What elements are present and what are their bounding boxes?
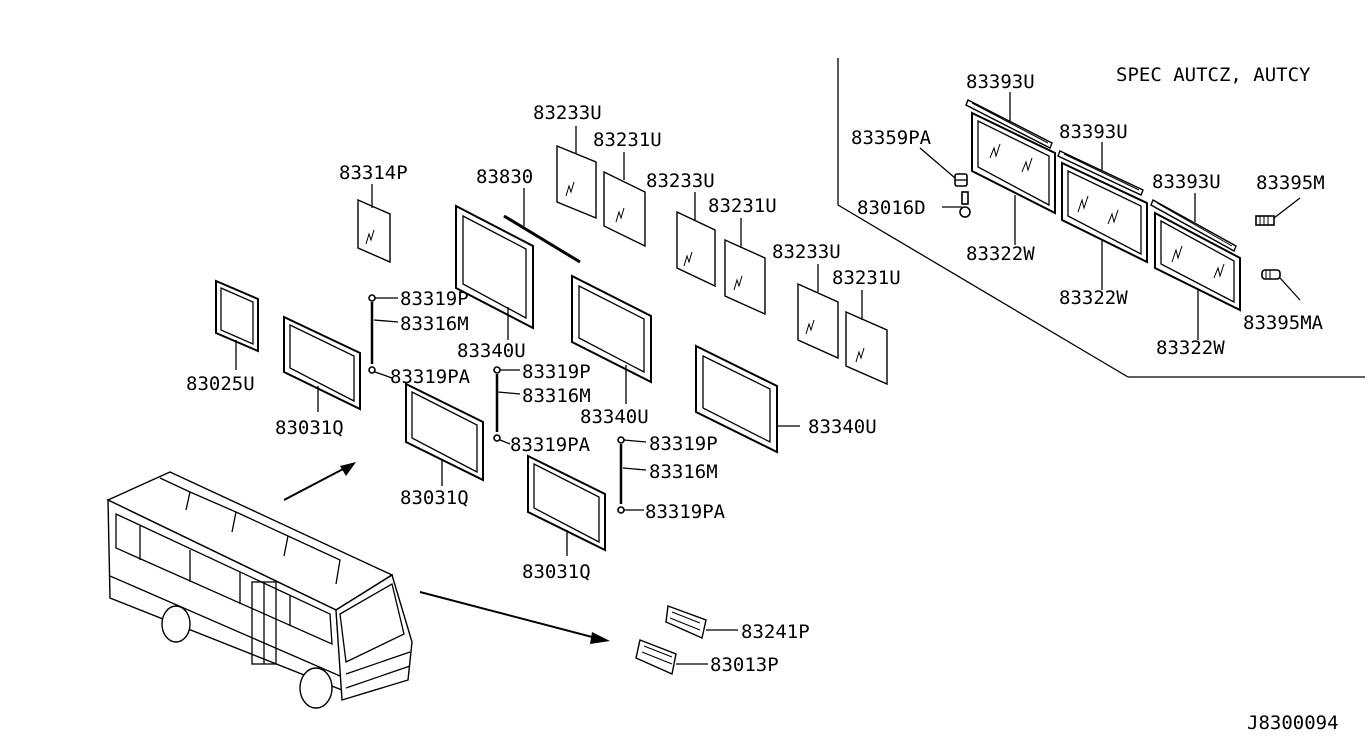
- part-label-83322w-c: 83322W: [1156, 337, 1225, 359]
- part-label-83319p-c: 83319P: [649, 433, 718, 455]
- part-label-83025u: 83025U: [186, 373, 255, 395]
- arrow-lower: [419, 591, 610, 644]
- part-label-83031q-c: 83031Q: [522, 561, 591, 583]
- part-label-83031q-a: 83031Q: [275, 417, 344, 439]
- part-label-83395ma: 83395MA: [1243, 312, 1324, 334]
- part-label-83319p-a: 83319P: [400, 288, 469, 310]
- glass-83314p: [357, 184, 391, 264]
- quarter-glass-leaders: [575, 126, 863, 320]
- part-83013p: [635, 639, 708, 675]
- part-label-83013p: 83013P: [710, 654, 779, 676]
- arrow-upper: [283, 462, 356, 501]
- weatherstrip-83340u-b: [571, 274, 652, 404]
- part-label-83231u-b: 83231U: [708, 195, 777, 217]
- part-label-83314p: 83314P: [339, 162, 408, 184]
- part-label-83319pa-b: 83319PA: [510, 434, 591, 456]
- part-label-83231u-c: 83231U: [832, 267, 901, 289]
- lock-pin-group-a: [368, 294, 399, 379]
- part-label-83340u-b: 83340U: [580, 406, 649, 428]
- part-label-83830: 83830: [476, 166, 533, 188]
- part-label-83359pa: 83359PA: [851, 127, 932, 149]
- window-83031q-c: [527, 454, 606, 556]
- part-label-83395m: 83395M: [1256, 172, 1325, 194]
- part-label-83322w-b: 83322W: [1059, 287, 1128, 309]
- diagram-id: J8300094: [1247, 712, 1339, 734]
- molding-strip-83393u-c: [1150, 199, 1237, 252]
- clip-83395m: [1255, 215, 1275, 226]
- bus-illustration: [106, 471, 413, 709]
- window-83025u: [215, 279, 259, 370]
- quarter-glass-83233u-a: [556, 144, 597, 220]
- spec-note: SPEC AUTCZ, AUTCY: [1116, 64, 1311, 86]
- molding-83830: [503, 188, 581, 264]
- lock-pin-group-b: [493, 366, 521, 445]
- quarter-glass-83231u-a: [603, 170, 646, 248]
- weatherstrip-83340u-c: [695, 344, 800, 454]
- window-83031q-b: [405, 382, 484, 486]
- part-label-83319pa-c: 83319PA: [645, 501, 726, 523]
- lock-pin-group-c: [617, 436, 647, 514]
- quarter-glass-83233u-c: [797, 282, 839, 360]
- part-label-83016d: 83016D: [857, 197, 926, 219]
- spec-box: [837, 58, 1365, 378]
- part-label-83316m-c: 83316M: [649, 461, 718, 483]
- screw-83016d: [959, 191, 971, 218]
- part-label-83340u-c: 83340U: [808, 416, 877, 438]
- part-label-83340u-a: 83340U: [457, 340, 526, 362]
- glass-83322w-c: [1154, 211, 1241, 312]
- part-label-83316m-b: 83316M: [522, 385, 591, 407]
- part-label-83319pa-a: 83319PA: [390, 366, 471, 388]
- spec-leaders: [919, 92, 1301, 340]
- part-label-83233u-c: 83233U: [772, 241, 841, 263]
- clip-83395ma: [1261, 269, 1281, 280]
- part-label-83233u-a: 83233U: [533, 102, 602, 124]
- part-label-83241p: 83241P: [741, 621, 810, 643]
- molding-strip-83393u-a: [965, 99, 1053, 149]
- quarter-glass-83231u-c: [845, 310, 888, 386]
- part-label-83322w-a: 83322W: [966, 243, 1035, 265]
- glass-83322w-a: [971, 111, 1056, 215]
- part-label-83031q-b: 83031Q: [400, 487, 469, 509]
- part-label-83393u-a: 83393U: [966, 71, 1035, 93]
- clip-83359pa: [954, 173, 968, 187]
- quarter-glass-83231u-b: [724, 238, 766, 316]
- part-label-83393u-c: 83393U: [1152, 171, 1221, 193]
- molding-strip-83393u-b: [1057, 150, 1144, 196]
- weatherstrip-83340u-a: [455, 204, 534, 340]
- part-83241p: [665, 605, 738, 639]
- part-label-83316m-a: 83316M: [400, 313, 469, 335]
- part-label-83231u-a: 83231U: [593, 129, 662, 151]
- glass-83322w-b: [1061, 161, 1148, 264]
- part-label-83319p-b: 83319P: [522, 361, 591, 383]
- part-label-83393u-b: 83393U: [1059, 121, 1128, 143]
- window-83031q-a: [283, 315, 361, 412]
- part-label-83233u-b: 83233U: [646, 170, 715, 192]
- quarter-glass-83233u-b: [676, 210, 716, 288]
